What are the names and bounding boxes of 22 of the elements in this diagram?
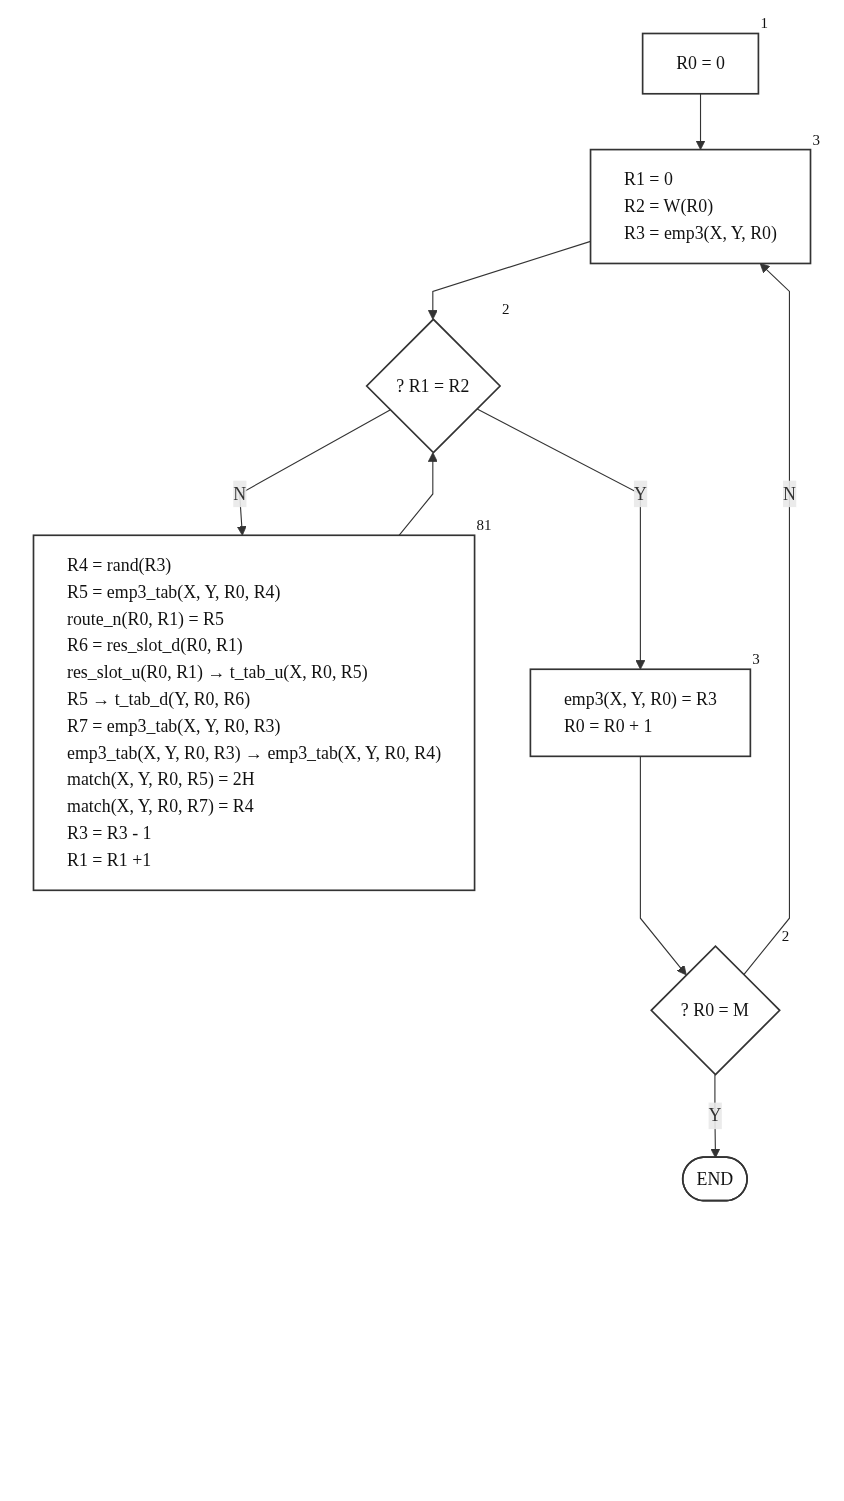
edge-label: Y [633, 483, 647, 503]
step-number: 1 [760, 15, 768, 32]
step-number: 3 [812, 131, 820, 148]
arrow [695, 93, 706, 151]
arrow [639, 755, 687, 976]
node-box: R1 = 0 R2 = W(R0) R3 = emp3(X, Y, R0) [589, 148, 812, 265]
step-number: 2 [502, 301, 510, 318]
step-number: 81 [476, 517, 492, 534]
node-box: emp3(X, Y, R0) = R3 R0 = R0 + 1 [529, 668, 752, 758]
edge-label: Y [708, 1105, 722, 1125]
step-number: 3 [752, 651, 760, 668]
node-box: R0 = 0 [641, 32, 760, 95]
arrow [476, 408, 646, 670]
edge-label: N [782, 483, 796, 503]
edge-label: N [233, 483, 247, 503]
node-diamond: ? R1 = R2 [365, 318, 502, 454]
arrow [398, 452, 438, 536]
arrow [743, 263, 790, 976]
node-box: R4 = rand(R3) R5 = emp3_tab(X, Y, R0, R4) route_n(R0, R1) = R5 R6 = res_slot_d(R0, R1) res_slot_u(R0, R1) → t_tab_u(X, R0, R5) R5 → t_tab_d(Y, R0, R6) R7 = emp3_tab(X, Y, R0, R3) emp3_tab(X, Y, R0, R3) → emp3_tab(X, Y, R0, R4) match(X, Y, R0, R5) = 2H match(X, Y, R0, R7) = R4 R3 = R3 - 1 R1 = R1 +1 [32, 534, 476, 892]
node-diamond: ? R0 = M [650, 944, 781, 1076]
arrow [236, 409, 391, 536]
step-number: 2 [781, 928, 790, 945]
